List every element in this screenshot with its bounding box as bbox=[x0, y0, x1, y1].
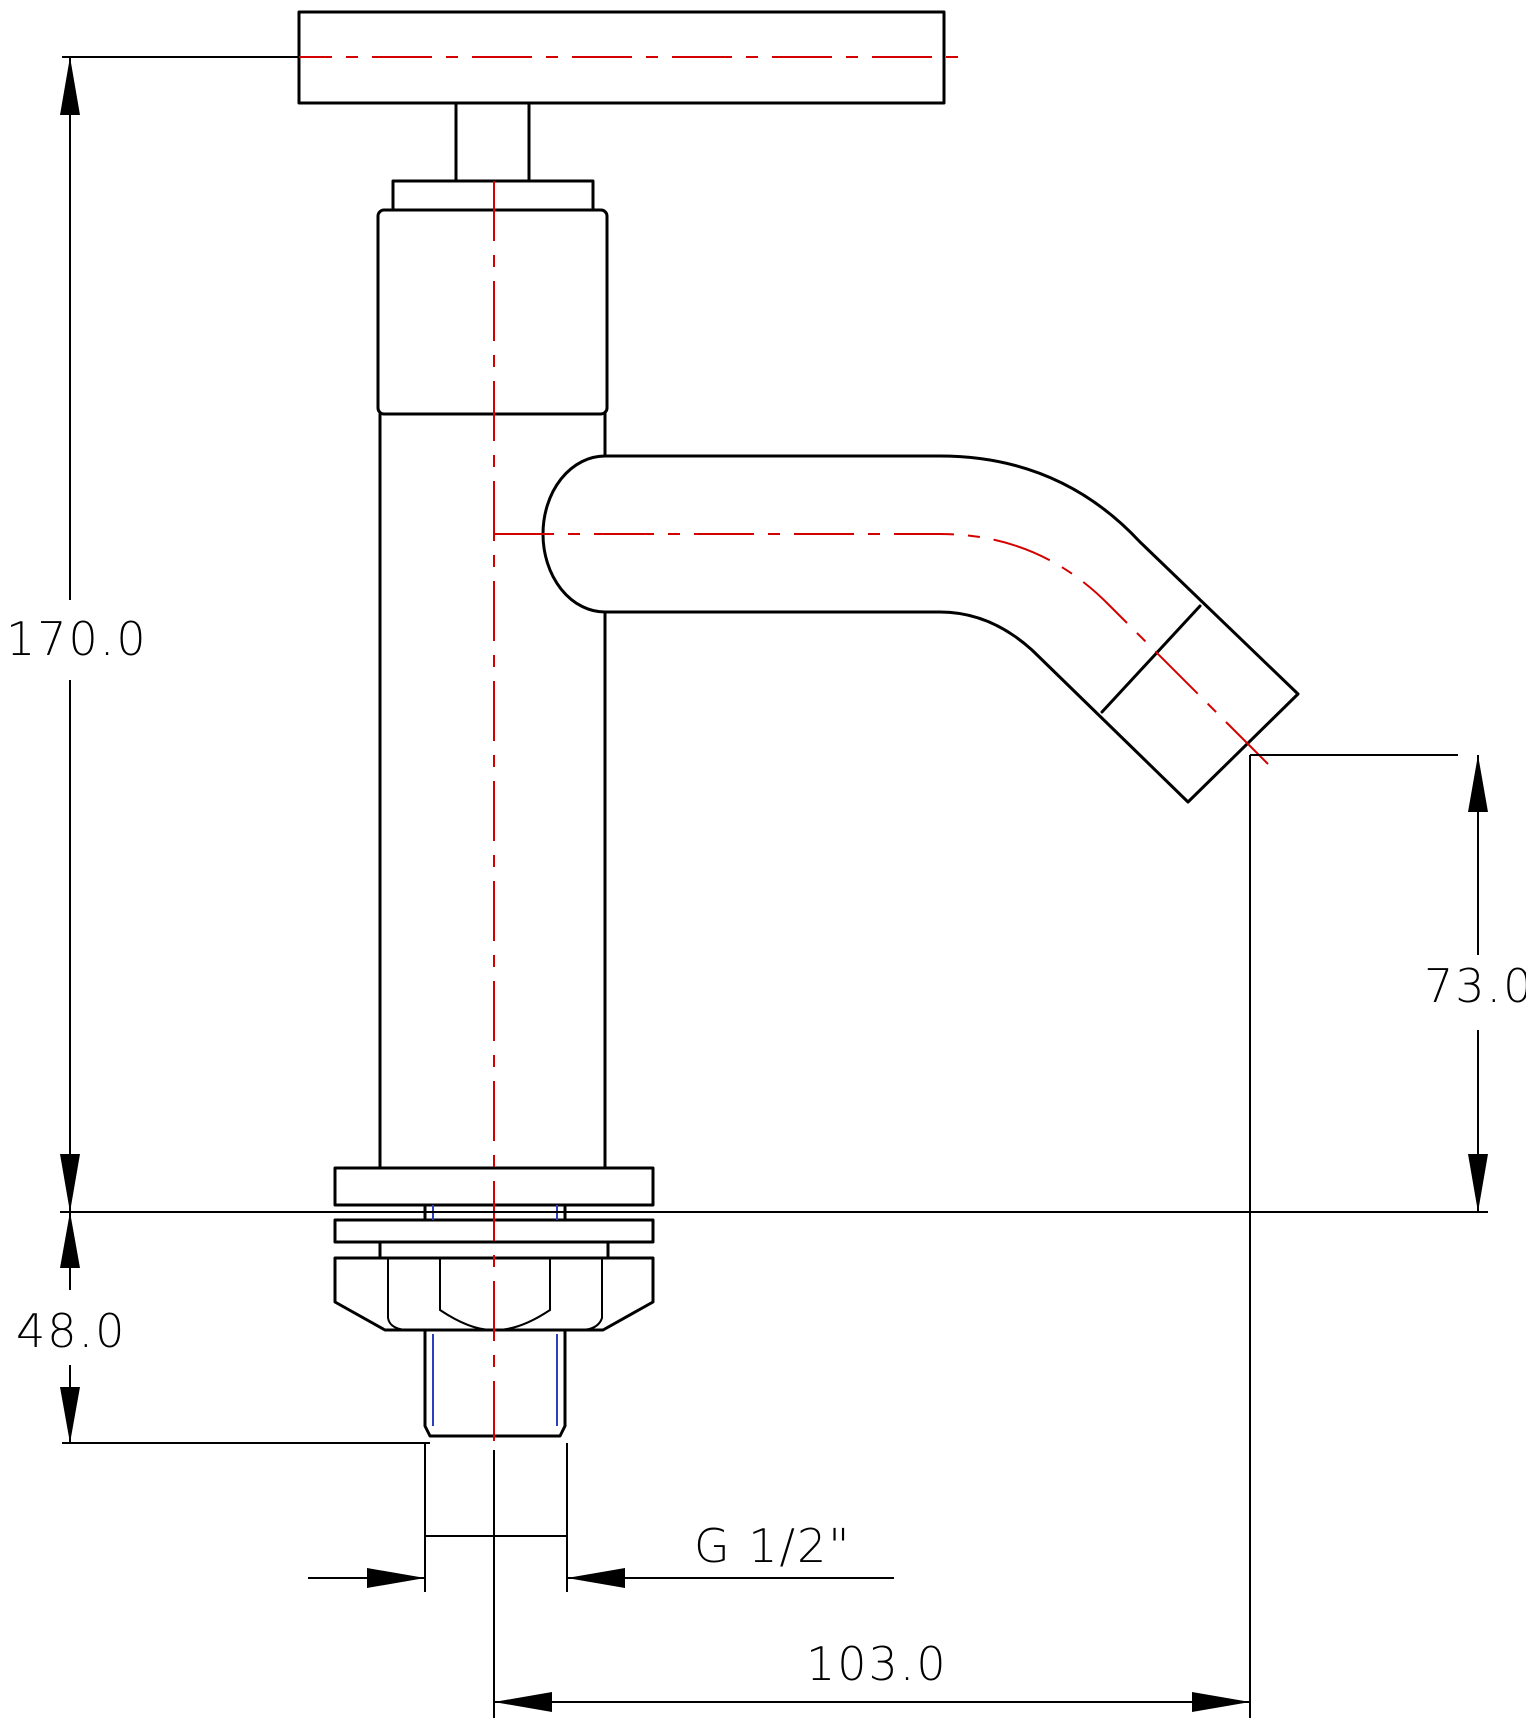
label-thread-size: G 1/2" bbox=[694, 1519, 851, 1573]
label-overall-height: 170.0 bbox=[6, 612, 148, 666]
nut-facet-2 bbox=[439, 1258, 493, 1331]
nut-facet-4 bbox=[579, 1258, 603, 1331]
arrow-reach-left bbox=[494, 1692, 552, 1712]
label-spout-height: 73.0 bbox=[1424, 959, 1526, 1013]
faucet-body bbox=[376, 179, 609, 1170]
dimension-overall-height: 170.0 bbox=[6, 56, 299, 1212]
spout bbox=[494, 454, 1300, 804]
label-base-height: 48.0 bbox=[16, 1304, 126, 1358]
spout-outline bbox=[541, 454, 1300, 804]
arrow-reach-right bbox=[1192, 1692, 1250, 1712]
dimension-spout-height: 73.0 bbox=[1250, 754, 1526, 1212]
handle-stem bbox=[454, 101, 531, 183]
mounting-nut bbox=[333, 1256, 655, 1332]
arrow-base-top bbox=[60, 1212, 80, 1268]
arrow-overall-bottom bbox=[60, 1154, 80, 1212]
arrow-base-bottom bbox=[60, 1387, 80, 1443]
arrow-overall-top bbox=[60, 57, 80, 115]
arrow-spout-bottom bbox=[1468, 1154, 1488, 1212]
bonnet bbox=[376, 208, 609, 416]
nut-facet-1 bbox=[387, 1258, 411, 1331]
arrow-spout-top bbox=[1468, 755, 1488, 812]
arrow-thread-right bbox=[567, 1568, 625, 1588]
handle bbox=[272, 10, 960, 183]
dimension-base-height: 48.0 bbox=[16, 1212, 430, 1444]
dimension-thread-size: G 1/2" bbox=[308, 1443, 894, 1592]
dimension-spout-reach: 103.0 bbox=[493, 755, 1251, 1718]
spout-aerator-ring bbox=[1100, 604, 1202, 714]
nut-facet-3 bbox=[495, 1258, 551, 1331]
arrow-thread-left bbox=[367, 1568, 425, 1588]
spout-centerline bbox=[494, 533, 1269, 765]
label-spout-reach: 103.0 bbox=[806, 1637, 948, 1691]
